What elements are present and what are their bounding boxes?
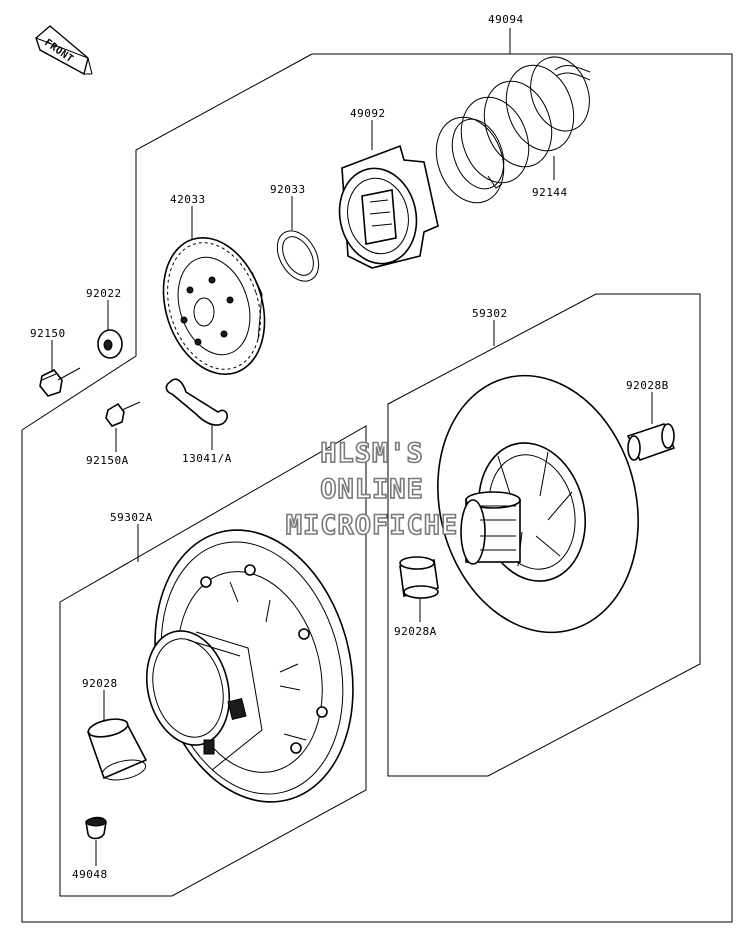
label-92028a: 92028A — [394, 625, 437, 638]
bushing-92028b — [626, 423, 676, 461]
label-92028b: 92028B — [626, 379, 669, 392]
label-92033: 92033 — [270, 183, 306, 196]
movable-sheave-59302a — [145, 529, 354, 803]
label-92144: 92144 — [532, 186, 568, 199]
label-49094: 49094 — [488, 13, 524, 26]
label-59302a: 59302A — [110, 511, 153, 524]
bushing-92028a — [399, 556, 439, 599]
label-42033: 42033 — [170, 193, 206, 206]
circlip-92033 — [276, 230, 320, 282]
washer-92022 — [97, 329, 123, 359]
fixed-sheave-59302 — [437, 374, 639, 634]
plate-42033 — [162, 236, 266, 376]
watermark-line-1: HLSM'S — [320, 438, 424, 469]
label-49092: 49092 — [350, 107, 386, 120]
label-92022: 92022 — [86, 287, 122, 300]
label-92150: 92150 — [30, 327, 66, 340]
bushing-92028 — [86, 718, 148, 781]
label-59302: 59302 — [472, 307, 508, 320]
bolt-92150 — [39, 367, 81, 397]
watermark-line-3: MICROFICHE — [286, 510, 459, 541]
bolt-92150a — [105, 401, 141, 427]
label-13041a: 13041/A — [182, 452, 232, 465]
front-arrow-icon: FRONT — [35, 25, 93, 75]
watermark-line-2: ONLINE — [320, 474, 424, 505]
label-92028: 92028 — [82, 677, 118, 690]
watermark: HLSM'S ONLINE MICROFICHE — [285, 437, 459, 542]
part-labels: 49094 49092 92144 42033 92033 92022 9215… — [30, 13, 669, 881]
leader-lines — [51, 28, 653, 866]
cam-49092 — [338, 144, 439, 269]
weight-49048 — [85, 816, 107, 840]
clip-13041a — [165, 378, 229, 426]
spring-92144 — [435, 56, 591, 204]
label-92150a: 92150A — [86, 454, 129, 467]
label-49048: 49048 — [72, 868, 108, 881]
assembly-frames — [21, 53, 733, 923]
